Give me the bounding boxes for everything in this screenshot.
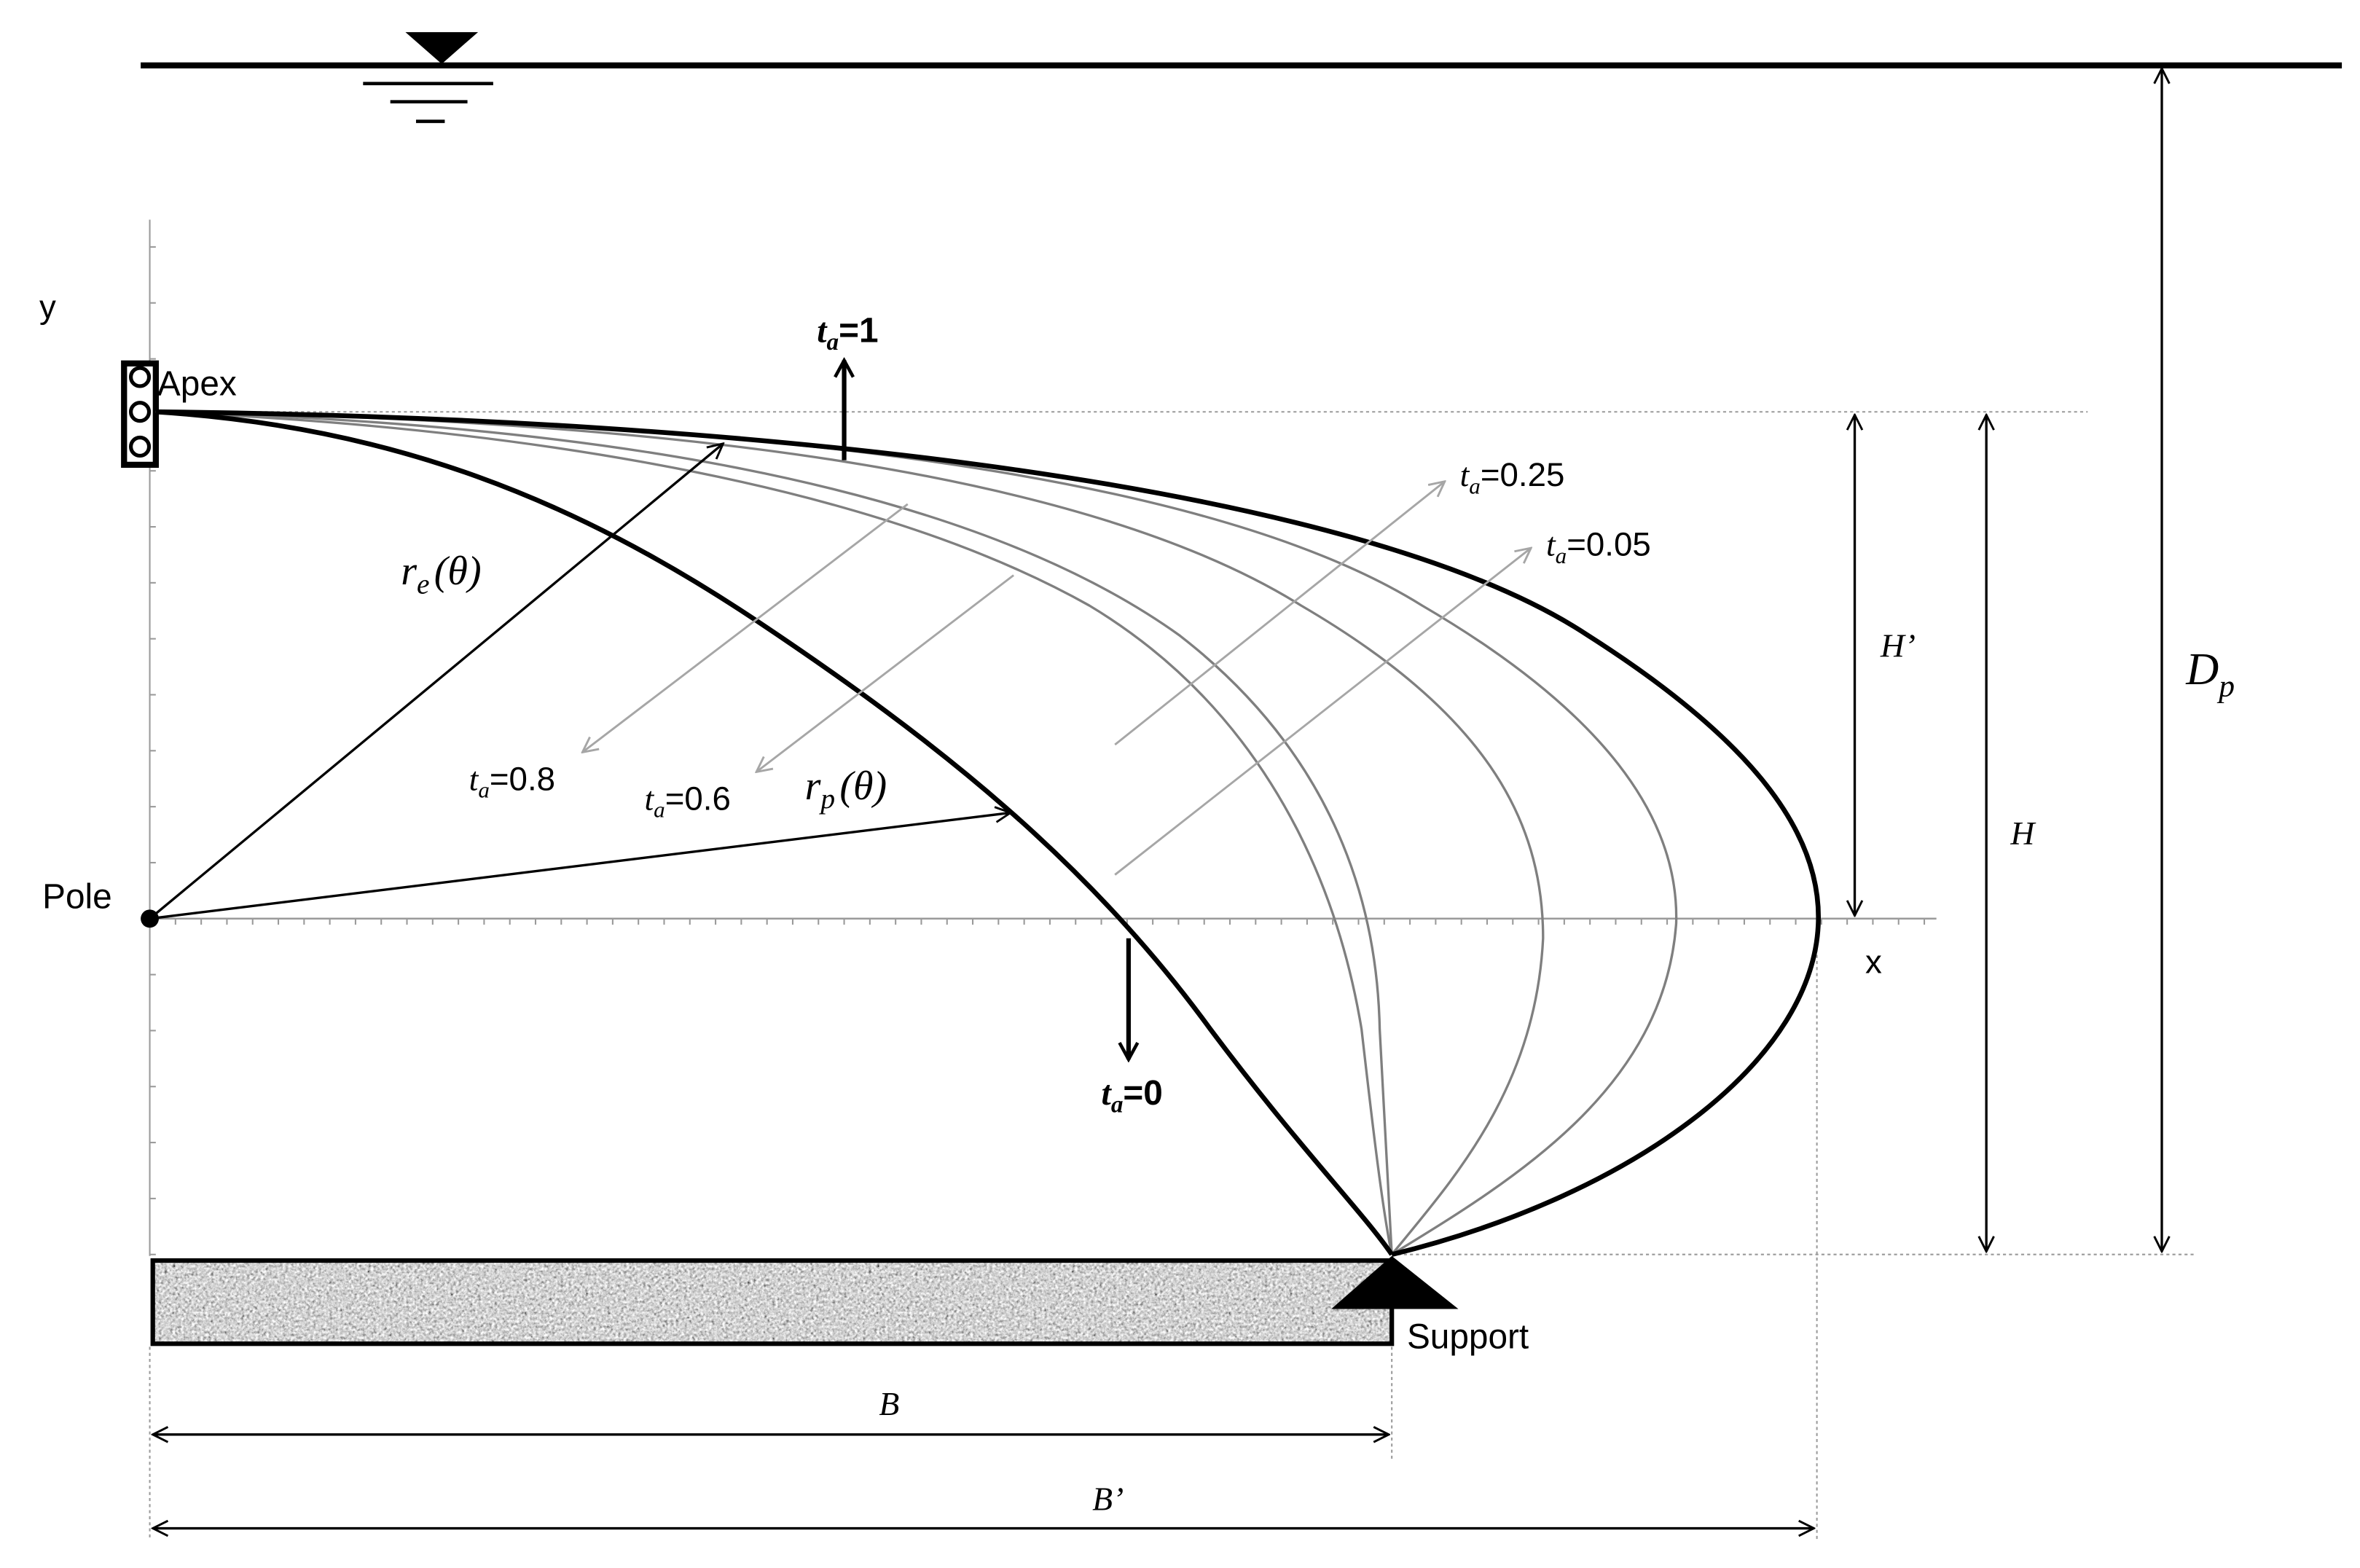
- concrete-beam: [150, 1258, 1395, 1346]
- intermediate-profile-curves: [155, 410, 1678, 1256]
- re-theta-label: re(θ): [401, 549, 481, 600]
- dimension-arrows: [153, 68, 2162, 1529]
- ta-08-label: ta=0.8: [469, 760, 555, 802]
- x-axis-label: x: [1865, 944, 1882, 981]
- x-axis: [149, 917, 1937, 925]
- rp-theta-label: rp(θ): [805, 764, 887, 815]
- profile-curve-ta-1: [155, 409, 1822, 1257]
- arrow-ta-005: [1114, 548, 1531, 876]
- arrow-ta-025: [1114, 482, 1445, 746]
- apex-roller-support: [121, 360, 160, 469]
- arrow-ta-08: [582, 503, 909, 753]
- rp-radius-arrow: [149, 812, 1011, 920]
- re-radius-arrow: [149, 444, 724, 920]
- ta-025-label: ta=0.25: [1460, 456, 1565, 498]
- arrow-ta-06: [756, 574, 1014, 772]
- contour-arrows: [582, 482, 1531, 876]
- y-axis-label: y: [39, 289, 56, 326]
- profile-curve-ta-005: [155, 410, 1678, 1256]
- h-label: H: [2010, 815, 2036, 852]
- profile-curve-ta-06: [155, 410, 1393, 1255]
- h-prime-label: H’: [1880, 627, 1916, 665]
- pole-point: [141, 909, 160, 928]
- profile-curve-ta-08: [155, 410, 1393, 1255]
- apex-label: Apex: [157, 364, 237, 403]
- profile-curve-ta-025: [155, 410, 1545, 1255]
- guide-lines: [149, 411, 2194, 1541]
- support-label: Support: [1407, 1317, 1529, 1356]
- support-triangle: [1331, 1255, 1459, 1309]
- b-prime-label: B’: [1092, 1481, 1124, 1518]
- ta-1-label: ta=1: [817, 312, 878, 356]
- pole-label: Pole: [42, 877, 112, 916]
- ta-005-label: ta=0.05: [1546, 525, 1651, 568]
- b-label: B: [879, 1385, 899, 1422]
- dp-label: Dp: [2185, 645, 2235, 704]
- water-level-symbol: [363, 32, 493, 123]
- ta-0-label: ta=0: [1102, 1074, 1163, 1118]
- ta-06-label: ta=0.6: [644, 780, 730, 822]
- profile-curve-ta-0: [155, 409, 1394, 1256]
